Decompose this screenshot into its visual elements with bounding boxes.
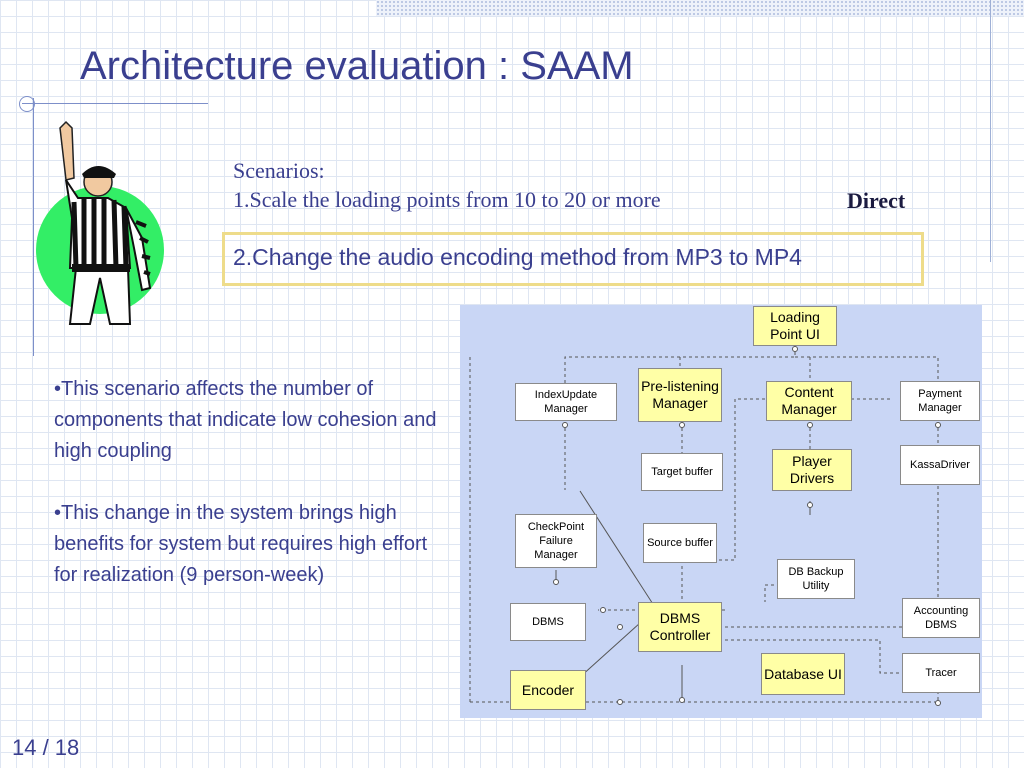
node-loading-point-ui: Loading Point UI <box>753 306 837 346</box>
node-checkpoint-failure-manager: CheckPoint Failure Manager <box>515 514 597 568</box>
scenario-1-type: Direct <box>847 188 906 213</box>
scenarios-block: Scenarios: 1.Scale the loading points fr… <box>233 156 661 214</box>
corner-circle-ornament <box>19 96 35 112</box>
node-dbms: DBMS <box>510 603 586 641</box>
referee-clipart-icon <box>36 120 164 325</box>
architecture-diagram: Loading Point UI IndexUpdate Manager Pre… <box>460 305 982 718</box>
page-number: 14 / 18 <box>12 735 80 760</box>
scenario-2-text: 2.Change the audio encoding method from … <box>233 244 802 270</box>
node-source-buffer: Source buffer <box>643 523 717 563</box>
node-tracer: Tracer <box>902 653 980 693</box>
node-content-manager: Content Manager <box>766 381 852 421</box>
top-decorative-band <box>376 0 1024 16</box>
scenario-1-text: 1.Scale the loading points from 10 to 20… <box>233 187 661 212</box>
node-indexupdate-manager: IndexUpdate Manager <box>515 383 617 421</box>
node-accounting-dbms: Accounting DBMS <box>902 598 980 638</box>
node-database-ui: Database UI <box>761 653 845 695</box>
bullet-coupling: •This scenario affects the number of com… <box>54 378 437 462</box>
title-underline <box>22 103 208 104</box>
node-encoder: Encoder <box>510 670 586 710</box>
slide-title: Architecture evaluation : SAAM <box>80 44 634 88</box>
scenario-2-highlight-box <box>222 232 924 286</box>
left-vertical-rule <box>33 98 34 356</box>
node-player-drivers: Player Drivers <box>772 449 852 491</box>
node-kassadriver: KassaDriver <box>900 445 980 485</box>
node-dbms-controller: DBMS Controller <box>638 602 722 652</box>
bullet-effort: •This change in the system brings high b… <box>54 502 428 586</box>
node-payment-manager: Payment Manager <box>900 381 980 421</box>
right-decorative-line <box>990 0 991 262</box>
bullet-list: •This scenario affects the number of com… <box>54 374 444 622</box>
node-target-buffer: Target buffer <box>641 453 723 491</box>
node-prelistening-manager: Pre-listening Manager <box>638 368 722 422</box>
scenarios-heading: Scenarios: <box>233 158 325 183</box>
node-db-backup-utility: DB Backup Utility <box>777 559 855 599</box>
